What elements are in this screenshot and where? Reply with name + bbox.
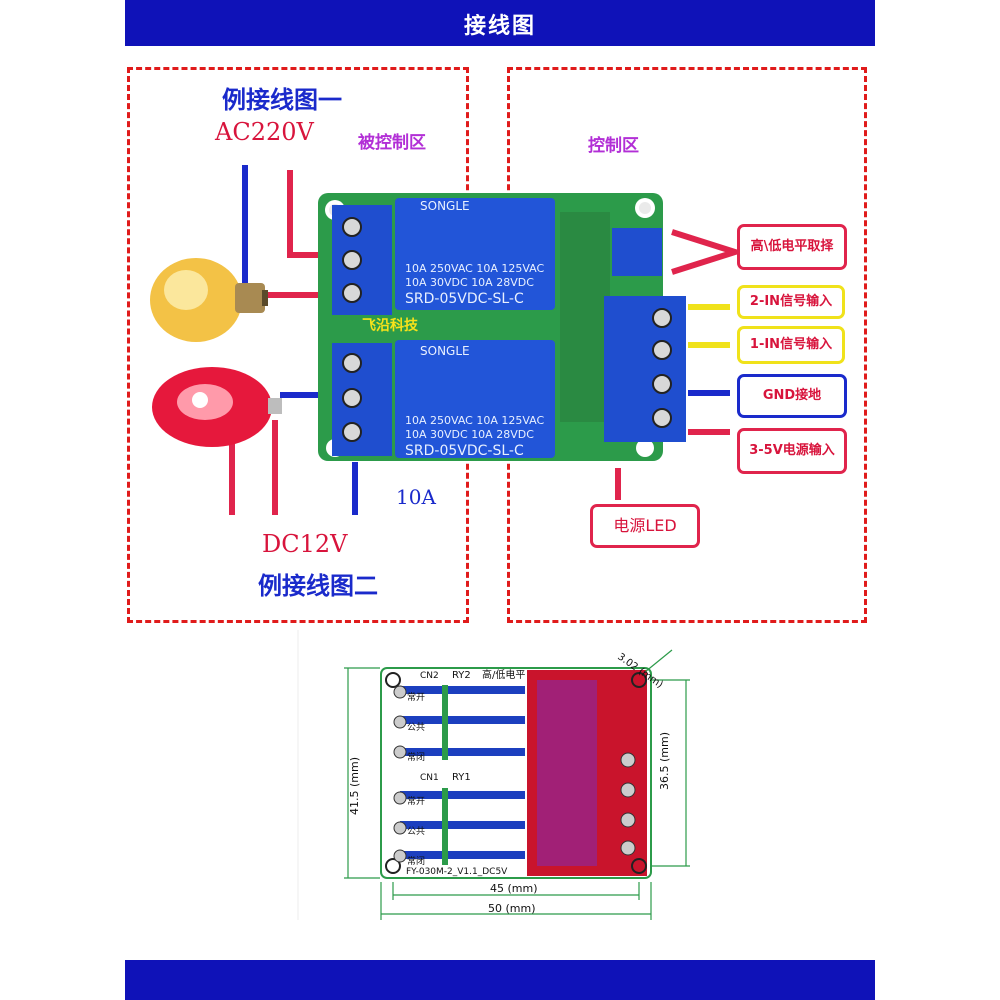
relay-rating-1-top: 10A 250VAC 10A 125VAC xyxy=(405,262,545,275)
relay-rating-2-top: 10A 30VDC 10A 28VDC xyxy=(405,276,534,289)
light-bulb-icon xyxy=(150,258,268,342)
in2-signal-callout: 2-IN信号输入 xyxy=(737,285,845,319)
ac-voltage-label: AC220V xyxy=(215,118,314,146)
pcb-ry2-label: RY2 xyxy=(452,670,471,681)
top-banner: 接线图 xyxy=(125,0,875,46)
relay-model-bottom: SRD-05VDC-SL-C xyxy=(405,443,524,459)
pcb-inner-width-dimension: 45 (mm) xyxy=(490,882,538,895)
pcb-com-label-1: 公共 xyxy=(407,826,425,837)
relay-board xyxy=(318,193,686,461)
board-watermark: 飞沿科技 xyxy=(362,317,419,334)
example-2-label: 例接线图二 xyxy=(258,571,378,600)
gnd-callout: GND接地 xyxy=(737,374,847,418)
terminal-screws xyxy=(342,217,672,442)
pcb-pads xyxy=(393,685,636,863)
page-title: 接线图 xyxy=(463,14,536,39)
relay-brand-bottom: SONGLE xyxy=(420,344,470,358)
power-led-callout: 电源LED xyxy=(590,504,700,548)
ac-wires xyxy=(242,165,330,298)
pcb-inner-height-dimension: 36.5 (mm) xyxy=(658,732,671,790)
example-1-label: 例接线图一 xyxy=(222,85,342,114)
in1-signal-callout: 1-IN信号输入 xyxy=(737,326,845,364)
pcb-version-label: FY-030M-2_V1.1_DC5V xyxy=(406,867,508,877)
level-select-callout: 高\低电平取择 xyxy=(737,224,847,270)
control-zone-label: 控制区 xyxy=(588,136,639,156)
pcb-height-dimension: 41.5 (mm) xyxy=(348,757,361,815)
relay-model-top: SRD-05VDC-SL-C xyxy=(405,291,524,307)
pcb-relay-traces xyxy=(400,685,525,865)
pcb-layout-drawing: CN2 RY2 高/低电平 CN1 RY1 常开 公共 常闭 常开 公共 常闭 … xyxy=(297,630,690,920)
pcb-com-label-2: 公共 xyxy=(407,722,425,733)
pcb-cn2-label: CN2 xyxy=(420,671,439,681)
callout-wires xyxy=(615,229,745,500)
pcb-no-label-2: 常开 xyxy=(407,691,425,703)
bottom-banner xyxy=(125,960,875,1000)
pcb-no-label-1: 常开 xyxy=(407,795,425,807)
pcb-dimension-lines xyxy=(344,649,690,920)
current-rating-label: 10A xyxy=(396,485,436,509)
power-input-callout: 3-5V电源输入 xyxy=(737,428,847,474)
controlled-zone-label: 被控制区 xyxy=(358,133,426,153)
relay-rating-1-bottom: 10A 250VAC 10A 125VAC xyxy=(405,414,545,427)
pcb-width-dimension: 50 (mm) xyxy=(488,902,536,915)
pcb-top-note: 高/低电平 xyxy=(482,668,525,681)
pcb-cn1-label: CN1 xyxy=(420,773,439,783)
relay-rating-2-bottom: 10A 30VDC 10A 28VDC xyxy=(405,428,534,441)
dc-voltage-label: DC12V xyxy=(262,530,348,558)
pcb-nc-label-2: 常闭 xyxy=(407,751,425,763)
relay-brand-top: SONGLE xyxy=(420,199,470,213)
red-led-icon xyxy=(152,367,282,447)
pcb-ry1-label: RY1 xyxy=(452,772,471,783)
wiring-diagram: SONGLE 10A 250VAC 10A 125VAC 10A 30VDC 1… xyxy=(150,165,745,515)
pcb-nc-label-1: 常闭 xyxy=(407,855,425,867)
